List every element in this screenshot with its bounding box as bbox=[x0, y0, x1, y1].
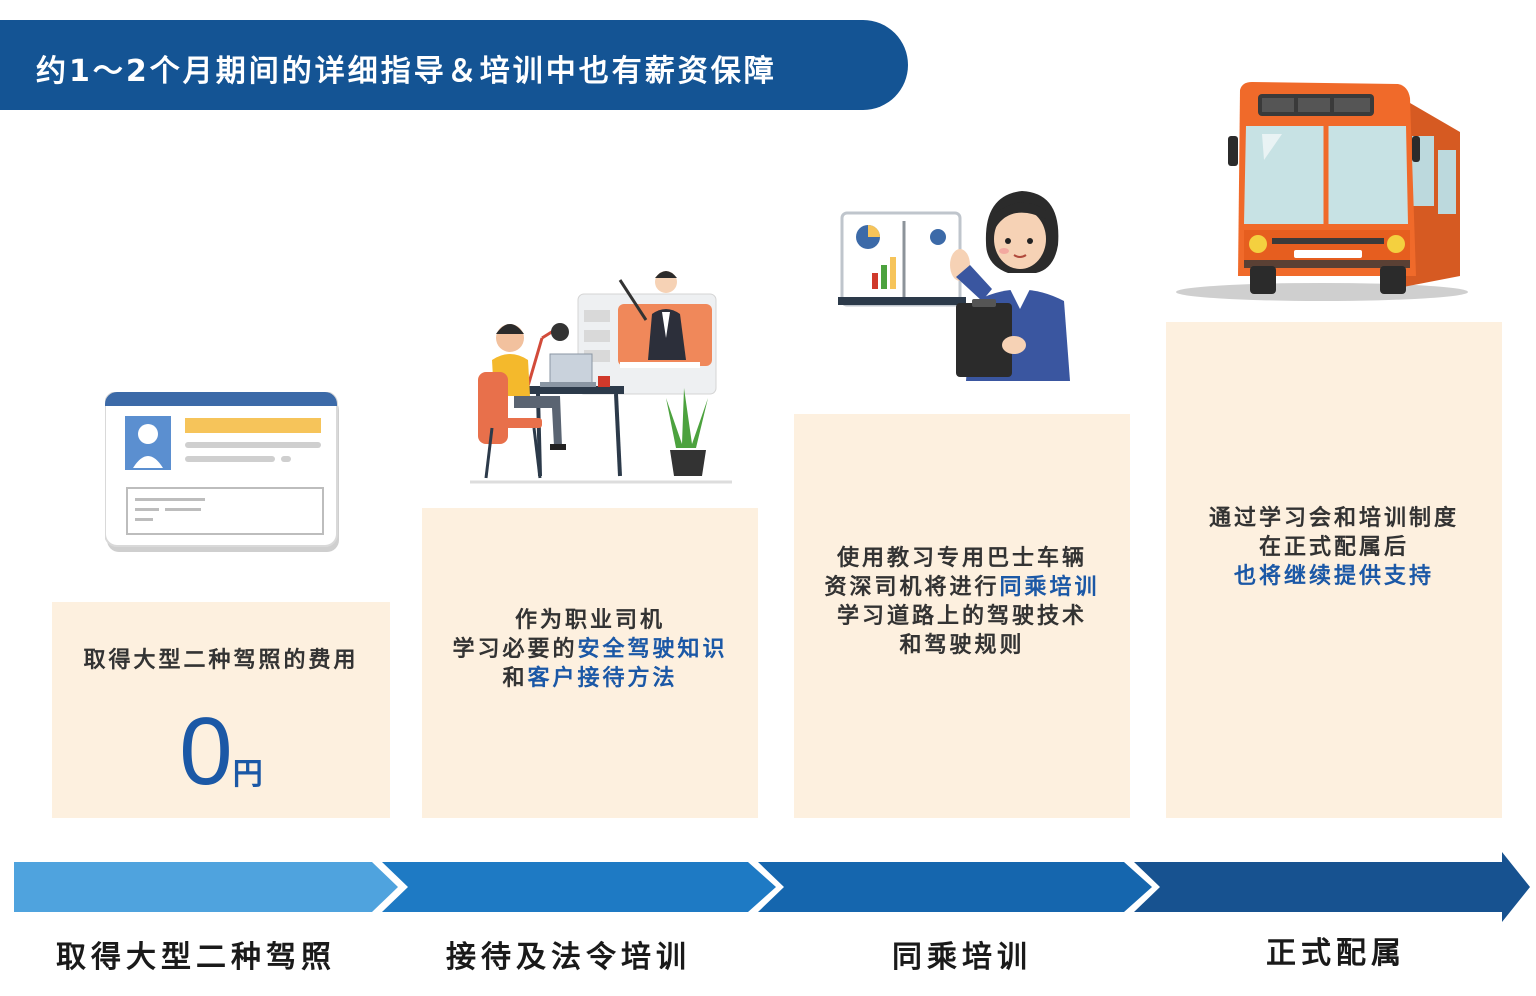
card-ride-line4: 和驾驶规则 bbox=[899, 633, 1025, 658]
card-official-line2: 在正式配属后 bbox=[1258, 535, 1409, 560]
card-license-fee-text: 取得大型二种驾照的费用 bbox=[83, 648, 359, 673]
line2-plain: 资深司机将进行 bbox=[824, 575, 1000, 600]
card-license-fee: 取得大型二种驾照的费用 0円 bbox=[52, 602, 390, 818]
arrow-step-2 bbox=[382, 862, 776, 912]
card-official-text: 通过学习会和培训制度 在正式配属后 也将继续提供支持 bbox=[1166, 504, 1502, 591]
line3-highlight: 客户接待方法 bbox=[527, 666, 678, 691]
header-banner: 约1～2个月期间的详细指导＆培训中也有薪资保障 bbox=[0, 20, 908, 110]
arrow-step-1 bbox=[14, 862, 398, 912]
line3-plain: 和 bbox=[502, 666, 528, 691]
card-reception-line1: 作为职业司机 bbox=[514, 608, 665, 633]
card-official-line3: 也将继续提供支持 bbox=[1233, 564, 1434, 589]
step-label-license: 取得大型二种驾照 bbox=[56, 940, 336, 975]
amount-unit: 円 bbox=[232, 758, 263, 791]
amount-number: 0 bbox=[179, 698, 233, 805]
line2-highlight: 同乘培训 bbox=[999, 575, 1100, 600]
step-label-ride-along: 同乘培训 bbox=[892, 940, 1032, 975]
line2-plain: 学习必要的 bbox=[452, 637, 578, 662]
presenter-illustration bbox=[838, 191, 1070, 381]
card-ride-line1: 使用教习专用巴士车辆 bbox=[836, 546, 1087, 571]
arrow-step-4 bbox=[1134, 852, 1530, 922]
card-official-assignment: 通过学习会和培训制度 在正式配属后 也将继续提供支持 bbox=[1166, 322, 1502, 818]
step-label-official: 正式配属 bbox=[1266, 936, 1406, 971]
process-arrows bbox=[14, 852, 1530, 922]
card-reception-training: 作为职业司机 学习必要的安全驾驶知识 和客户接待方法 bbox=[422, 508, 758, 818]
license-card-icon bbox=[105, 392, 339, 552]
card-ride-along-text: 使用教习专用巴士车辆 资深司机将进行同乘培训 学习道路上的驾驶技术 和驾驶规则 bbox=[794, 544, 1130, 660]
header-title: 约1～2个月期间的详细指导＆培训中也有薪资保障 bbox=[36, 54, 777, 89]
step-label-reception: 接待及法令培训 bbox=[446, 940, 691, 975]
card-official-line1: 通过学习会和培训制度 bbox=[1208, 506, 1459, 531]
online-learning-illustration bbox=[470, 271, 732, 484]
license-fee-amount: 0円 bbox=[52, 697, 390, 807]
line2-highlight: 安全驾驶知识 bbox=[577, 637, 728, 662]
arrow-step-3 bbox=[758, 862, 1152, 912]
card-ride-line2: 资深司机将进行同乘培训 bbox=[794, 573, 1130, 602]
card-reception-text: 作为职业司机 学习必要的安全驾驶知识 和客户接待方法 bbox=[422, 606, 758, 693]
bus-illustration bbox=[1176, 82, 1468, 301]
card-ride-along-training: 使用教习专用巴士车辆 资深司机将进行同乘培训 学习道路上的驾驶技术 和驾驶规则 bbox=[794, 414, 1130, 818]
card-reception-line3: 和客户接待方法 bbox=[422, 664, 758, 693]
card-ride-line3: 学习道路上的驾驶技术 bbox=[836, 604, 1087, 629]
card-reception-line2: 学习必要的安全驾驶知识 bbox=[422, 635, 758, 664]
